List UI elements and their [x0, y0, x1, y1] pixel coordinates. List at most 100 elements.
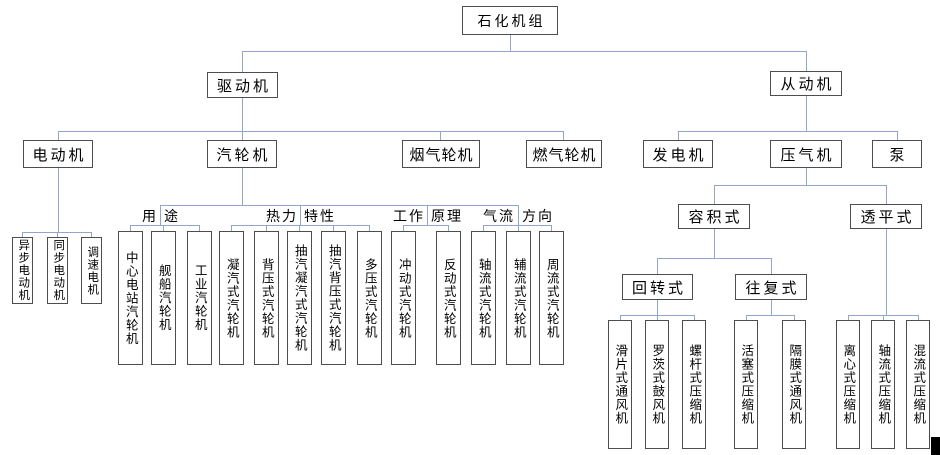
connector-line-vertical	[427, 205, 428, 225]
connector-line-vertical	[510, 35, 511, 51]
connector-line-vertical	[266, 225, 267, 231]
connector-line-vertical	[160, 205, 161, 225]
connector-line-vertical	[551, 225, 552, 231]
connector-line-horizontal	[746, 315, 795, 316]
leaf-screw-compressor[interactable]: 螺杆式压缩机	[682, 320, 706, 449]
node-pump[interactable]: 泵	[872, 140, 922, 168]
connector-line-vertical	[403, 225, 404, 231]
node-generator[interactable]: 发电机	[643, 140, 713, 168]
connector-line-vertical	[714, 229, 715, 258]
node-turbo-type[interactable]: 透平式	[850, 204, 922, 229]
connector-line-vertical	[130, 225, 131, 231]
connector-line-horizontal	[657, 258, 772, 259]
leaf-axial-compressor[interactable]: 轴流式压缩机	[871, 320, 895, 449]
connector-line-vertical	[518, 205, 519, 225]
connector-line-horizontal	[483, 225, 552, 226]
connector-line-vertical	[22, 232, 23, 237]
connector-line-vertical	[657, 300, 658, 315]
connector-line-horizontal	[160, 205, 519, 206]
leaf-sync-motor[interactable]: 同步电动机	[47, 237, 68, 304]
text-cursor-artifact	[931, 437, 940, 455]
connector-line-horizontal	[714, 185, 887, 186]
leaf-extraction-back-pressure-turbine[interactable]: 抽汽背压式汽轮机	[321, 231, 346, 365]
node-air-compressor[interactable]: 压气机	[770, 140, 842, 168]
connector-line-horizontal	[130, 225, 200, 226]
node-reciprocating-type[interactable]: 往复式	[735, 274, 807, 300]
connector-line-vertical	[58, 131, 59, 141]
connector-line-vertical	[199, 225, 200, 231]
leaf-reaction-turbine[interactable]: 反动式汽轮机	[436, 231, 461, 365]
leaf-async-motor[interactable]: 异步电动机	[12, 237, 33, 304]
node-driven-machine[interactable]: 从动机	[770, 71, 842, 96]
node-flue-gas-turbine[interactable]: 烟气轮机	[402, 140, 480, 168]
leaf-peripheral-flow-turbine[interactable]: 周流式汽轮机	[539, 231, 564, 365]
leaf-condensing-turbine[interactable]: 凝汽式汽轮机	[219, 231, 244, 365]
connector-line-vertical	[163, 225, 164, 231]
connector-line-vertical	[657, 315, 658, 320]
node-steam-turbine[interactable]: 汽轮机	[207, 140, 277, 168]
connector-line-vertical	[518, 225, 519, 231]
category-thermal-right: 特性	[304, 210, 336, 225]
connector-line-vertical	[242, 51, 243, 72]
connector-line-vertical	[242, 98, 243, 132]
leaf-extraction-condensing-turbine[interactable]: 抽汽凝汽式汽轮机	[287, 231, 312, 365]
node-gas-turbine[interactable]: 燃气轮机	[526, 140, 602, 168]
leaf-centrifugal-compressor[interactable]: 离心式压缩机	[836, 320, 860, 449]
connector-line-vertical	[746, 315, 747, 320]
connector-line-vertical	[57, 232, 58, 237]
leaf-piston-compressor[interactable]: 活塞式压缩机	[734, 320, 758, 449]
node-drive-machine[interactable]: 驱动机	[207, 72, 278, 98]
connector-line-horizontal	[403, 225, 449, 226]
leaf-speed-regulated-motor[interactable]: 调速电机	[81, 237, 102, 304]
connector-line-vertical	[678, 131, 679, 141]
leaf-roots-blower[interactable]: 罗茨式鼓风机	[645, 320, 669, 449]
connector-line-vertical	[299, 225, 300, 231]
leaf-back-pressure-turbine[interactable]: 背压式汽轮机	[254, 231, 279, 365]
node-positive-displacement[interactable]: 容积式	[678, 204, 750, 229]
connector-line-vertical	[563, 131, 564, 141]
connector-line-vertical	[806, 51, 807, 71]
leaf-marine-turbine[interactable]: 舰船汽轮机	[151, 231, 176, 365]
connector-line-vertical	[657, 258, 658, 274]
connector-line-vertical	[918, 315, 919, 320]
connector-line-vertical	[771, 258, 772, 274]
leaf-axial-flow-turbine[interactable]: 轴流式汽轮机	[471, 231, 496, 365]
leaf-mixed-flow-compressor[interactable]: 混流式压缩机	[906, 320, 930, 449]
connector-line-vertical	[883, 315, 884, 320]
category-airflow-right: 方向	[522, 210, 554, 225]
connector-line-vertical	[91, 232, 92, 237]
category-airflow-left: 气流	[483, 210, 515, 225]
connector-line-horizontal	[58, 131, 564, 132]
connector-line-vertical	[848, 315, 849, 320]
leaf-sliding-vane-fan[interactable]: 滑片式通风机	[608, 320, 632, 449]
leaf-diaphragm-fan[interactable]: 隔膜式通风机	[782, 320, 806, 449]
leaf-central-station-turbine[interactable]: 中心电站汽轮机	[118, 231, 143, 365]
connector-line-vertical	[620, 315, 621, 320]
leaf-radial-flow-turbine[interactable]: 辅流式汽轮机	[506, 231, 531, 365]
connector-line-vertical	[806, 168, 807, 185]
category-usage-left: 用	[142, 210, 158, 225]
node-petrochemical-unit[interactable]: 石化机组	[462, 6, 558, 35]
connector-line-vertical	[794, 315, 795, 320]
connector-line-vertical	[448, 225, 449, 231]
leaf-industrial-turbine[interactable]: 工业汽轮机	[187, 231, 212, 365]
leaf-multi-pressure-turbine[interactable]: 多压式汽轮机	[357, 231, 382, 365]
node-electric-motor[interactable]: 电动机	[23, 140, 93, 168]
connector-line-vertical	[242, 131, 243, 141]
connector-line-vertical	[231, 225, 232, 231]
connector-line-vertical	[333, 225, 334, 231]
connector-line-vertical	[440, 131, 441, 141]
connector-line-vertical	[886, 185, 887, 204]
connector-line-vertical	[369, 225, 370, 231]
node-rotary-type[interactable]: 回转式	[622, 274, 693, 300]
category-usage-right: 途	[164, 210, 180, 225]
connector-line-horizontal	[678, 131, 898, 132]
connector-line-vertical	[714, 185, 715, 204]
connector-line-horizontal	[231, 225, 370, 226]
category-working-right: 原理	[431, 210, 463, 225]
leaf-impulse-turbine[interactable]: 冲动式汽轮机	[391, 231, 416, 365]
connector-line-vertical	[886, 229, 887, 315]
connector-line-vertical	[897, 131, 898, 141]
connector-line-vertical	[58, 168, 59, 232]
